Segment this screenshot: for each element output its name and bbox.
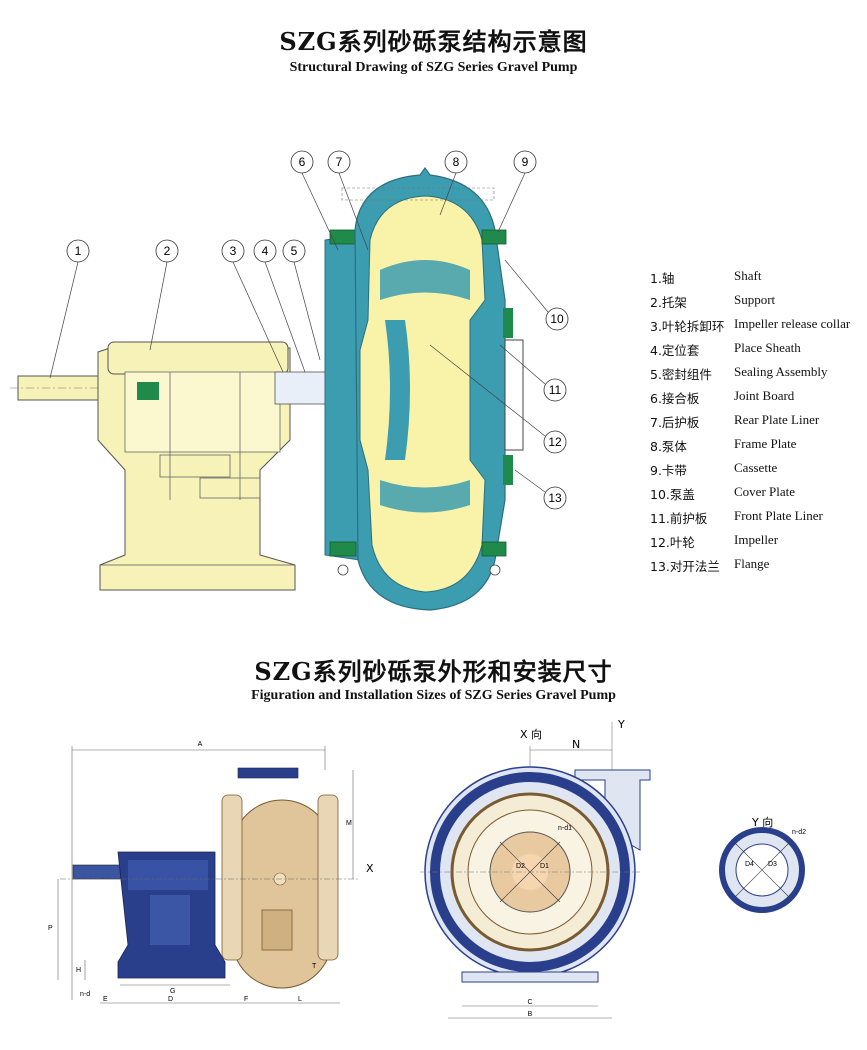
dim-f: F [244, 996, 248, 1003]
side-casing [231, 799, 333, 989]
callout-4: 4 [253, 239, 277, 263]
callout-11: 11 [543, 378, 567, 402]
callout-3: 3 [221, 239, 245, 263]
side-view-drawing: A M X P H n-d E G D F L T [48, 741, 374, 1004]
svg-text:5: 5 [291, 244, 298, 258]
callout-12: 12 [543, 430, 567, 454]
callout-7: 7 [327, 150, 351, 174]
callout-6: 6 [290, 150, 314, 174]
dim-nd2: n-d2 [792, 829, 806, 836]
svg-text:6: 6 [299, 155, 306, 169]
svg-text:12: 12 [548, 435, 562, 449]
dim-n: N [572, 738, 580, 751]
liner [359, 195, 486, 593]
svg-text:11: 11 [549, 383, 562, 397]
installation-sizes-title-cn: SZG系列砂砾泵外形和安装尺寸 [254, 657, 613, 686]
svg-text:2: 2 [164, 244, 171, 258]
x-view-label: X 向 [520, 727, 542, 741]
callout-2: 2 [155, 239, 179, 263]
y-view-drawing: Y 向 n-d2 D4 D3 [719, 815, 806, 913]
dim-c: C [527, 999, 532, 1006]
callout-1: 1 [66, 239, 90, 263]
dim-g: G [170, 988, 175, 995]
svg-text:9: 9 [522, 155, 529, 169]
callout-9: 9 [513, 150, 537, 174]
dim-a: A [198, 741, 203, 748]
dim-e: E [103, 996, 108, 1003]
green-nameplate [137, 382, 159, 400]
callout-10: 10 [545, 307, 569, 331]
callout-5: 5 [282, 239, 306, 263]
dim-t: T [312, 963, 317, 970]
callout-8: 8 [444, 150, 468, 174]
dim-d1: D1 [540, 863, 549, 870]
dim-b: B [528, 1011, 533, 1018]
structural-drawing: 1 2 3 4 5 6 7 8 9 10 11 12 13 [10, 150, 569, 611]
installation-sizes-title-en: Figuration and Installation Sizes of SZG… [251, 688, 616, 703]
y-view-label: Y 向 [751, 815, 773, 829]
dim-y: Y [617, 718, 625, 731]
x-view-drawing: X 向 Y N n-d1 D2 D1 C B [420, 718, 651, 1019]
callout-markers: 1 2 3 4 5 6 7 8 9 10 11 12 13 [66, 150, 569, 510]
dim-x: X [366, 862, 374, 875]
dim-nd1: n-d1 [558, 825, 572, 832]
dim-d4: D4 [745, 861, 754, 868]
svg-text:10: 10 [550, 312, 564, 326]
dim-p: P [48, 925, 53, 932]
svg-text:13: 13 [548, 491, 562, 505]
dim-l: L [298, 996, 302, 1003]
svg-text:1: 1 [75, 244, 82, 258]
dim-h: H [76, 967, 81, 974]
dim-m: M [346, 820, 352, 827]
svg-text:8: 8 [453, 155, 460, 169]
structural-drawing-title-cn: SZG系列砂砾泵结构示意图 [279, 27, 588, 56]
dim-d2: D2 [516, 863, 525, 870]
svg-text:7: 7 [336, 155, 343, 169]
outlet-flange [504, 339, 524, 451]
structural-drawing-title-en: Structural Drawing of SZG Series Gravel … [289, 60, 578, 75]
dim-nd: n-d [80, 991, 90, 998]
dim-d: D [168, 996, 173, 1003]
svg-text:3: 3 [230, 244, 237, 258]
callout-13: 13 [543, 486, 567, 510]
dim-d3: D3 [768, 861, 777, 868]
svg-text:4: 4 [262, 244, 269, 258]
joint-board [324, 234, 361, 561]
